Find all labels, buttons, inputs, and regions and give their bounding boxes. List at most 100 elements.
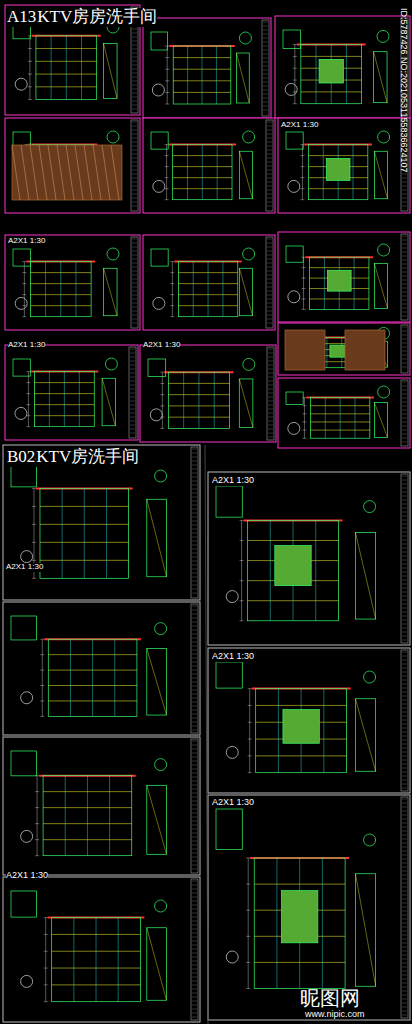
cad-line (402, 720, 407, 721)
cad-line (132, 65, 137, 66)
cad-line (402, 871, 407, 872)
cad-line (354, 257, 355, 309)
cad-line (165, 92, 169, 93)
cad-line (300, 188, 304, 189)
cad-line (402, 284, 407, 285)
cad-rect (310, 398, 369, 439)
cad-line (192, 1017, 197, 1018)
cad-line (192, 690, 197, 691)
cad-line (323, 689, 324, 773)
cad-rect (151, 32, 168, 50)
cad-line (402, 843, 407, 844)
cad-line (192, 581, 197, 582)
cad-line (402, 292, 407, 293)
cad-line (267, 138, 272, 139)
cad-line (267, 279, 272, 280)
cad-line (192, 821, 197, 822)
cad-line (268, 393, 273, 394)
cad-line (267, 311, 272, 312)
cad-line (192, 801, 197, 802)
cad-line (268, 417, 273, 418)
cad-line (81, 36, 82, 100)
cad-line (35, 791, 39, 792)
cad-line (39, 145, 47, 200)
cad-line (263, 50, 268, 51)
cad-line (248, 705, 252, 706)
cad-line (402, 935, 407, 936)
cad-line (192, 957, 197, 958)
cad-line (132, 101, 137, 102)
cad-rect (239, 379, 253, 428)
cad-rect (216, 809, 242, 850)
cad-line (240, 520, 244, 521)
cad-rect (191, 447, 198, 598)
scale-label: A2X1 1:30 (143, 341, 180, 350)
cad-line (130, 397, 135, 398)
cad-line (132, 295, 137, 296)
cad-line (132, 303, 137, 304)
detail-circle (153, 180, 165, 192)
cad-line (402, 676, 407, 677)
cad-line (240, 580, 244, 581)
cad-line (28, 99, 32, 100)
cad-line (402, 592, 407, 593)
cad-line (192, 694, 197, 695)
cad-line (304, 398, 305, 439)
cad-line (402, 636, 407, 637)
cad-rect (131, 120, 138, 211)
cad-line (132, 247, 137, 248)
cad-line (402, 847, 407, 848)
cad-line (64, 372, 65, 427)
cad-line (267, 154, 272, 155)
cad-line (402, 700, 407, 701)
cad-line (192, 610, 197, 611)
cad-line (32, 524, 36, 525)
cad-line (192, 557, 197, 558)
detail-circle (288, 291, 300, 303)
cad-line (402, 236, 407, 237)
cad-line (132, 77, 137, 78)
cad-line (267, 134, 272, 135)
cad-line (402, 963, 407, 964)
cad-line (246, 858, 250, 859)
cad-line (248, 739, 252, 740)
cad-line (402, 807, 407, 808)
cad-rect (401, 325, 408, 373)
cad-line (263, 74, 268, 75)
cad-line (268, 385, 273, 386)
cad-line (132, 158, 137, 159)
cad-rect (286, 132, 303, 149)
cad-line (32, 488, 36, 489)
cad-line (40, 716, 44, 717)
cad-line (187, 145, 188, 200)
cad-line (147, 499, 167, 577)
cad-line (202, 145, 203, 200)
cad-line (132, 323, 137, 324)
cad-line (354, 398, 355, 439)
cad-line (402, 883, 407, 884)
cad-line (28, 86, 32, 87)
cad-rect (401, 650, 408, 791)
cad-line (402, 182, 407, 183)
cad-line (402, 931, 407, 932)
cad-rect (262, 20, 269, 116)
cad-rect (147, 785, 167, 854)
cad-line (402, 438, 407, 439)
cad-line (402, 620, 407, 621)
detail-circle (239, 32, 251, 44)
cad-line (402, 672, 407, 673)
cad-line (192, 682, 197, 683)
cad-line (165, 188, 169, 189)
cad-rect (266, 120, 273, 211)
cad-line (130, 373, 135, 374)
cad-line (402, 512, 407, 513)
cad-rect (208, 472, 410, 645)
cad-line (132, 291, 137, 292)
cad-line (402, 696, 407, 697)
cad-line (132, 81, 137, 82)
cad-line (402, 867, 407, 868)
cad-line (192, 662, 197, 663)
cad-line (192, 465, 197, 466)
cad-line (192, 753, 197, 754)
cad-rect (5, 235, 140, 330)
